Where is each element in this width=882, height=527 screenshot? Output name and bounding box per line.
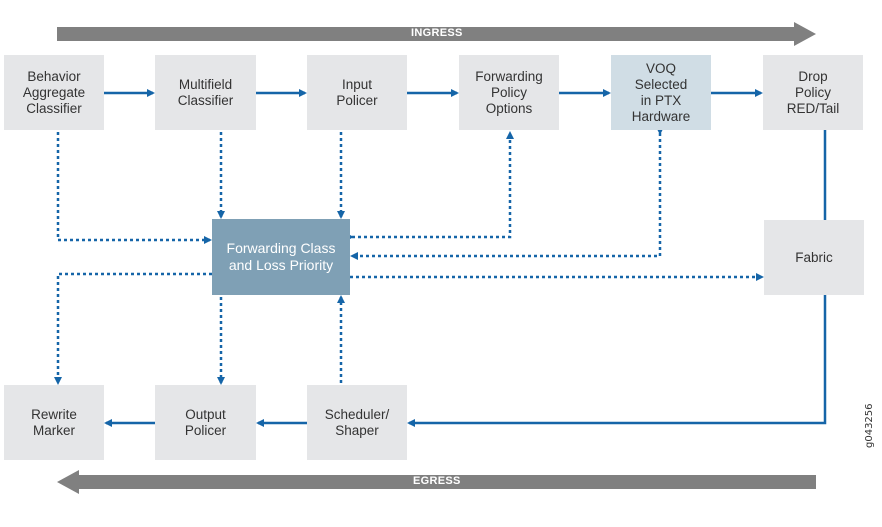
forwarding-policy-options-node: Forwarding Policy Options (459, 55, 559, 130)
multifield-classifier-node: Multifield Classifier (155, 55, 256, 130)
dotted-fc-to-rewrite (54, 272, 212, 385)
fabric-node: Fabric (764, 220, 864, 295)
dotted-voq-to-fc (350, 127, 664, 260)
egress-banner-arrow (57, 470, 816, 494)
flow-fabric-to-scheduler (407, 295, 827, 427)
dotted-ba-to-fc (56, 132, 212, 244)
forwarding-class-loss-priority-node: Forwarding Class and Loss Priority (212, 219, 350, 295)
voq-selected-node: VOQ Selected in PTX Hardware (611, 55, 711, 130)
output-policer-node: Output Policer (155, 385, 256, 460)
figure-id: g043256 (864, 403, 875, 448)
behavior-aggregate-classifier-node: Behavior Aggregate Classifier (4, 55, 104, 130)
scheduler-shaper-node: Scheduler/ Shaper (307, 385, 407, 460)
ingress-label: INGRESS (411, 27, 463, 39)
rewrite-marker-node: Rewrite Marker (4, 385, 104, 460)
dotted-fc-to-fwd-policy (346, 131, 514, 241)
drop-policy-node: Drop Policy RED/Tail (763, 55, 863, 130)
egress-label: EGRESS (413, 475, 461, 487)
input-policer-node: Input Policer (307, 55, 407, 130)
ingress-banner-arrow (57, 22, 816, 46)
